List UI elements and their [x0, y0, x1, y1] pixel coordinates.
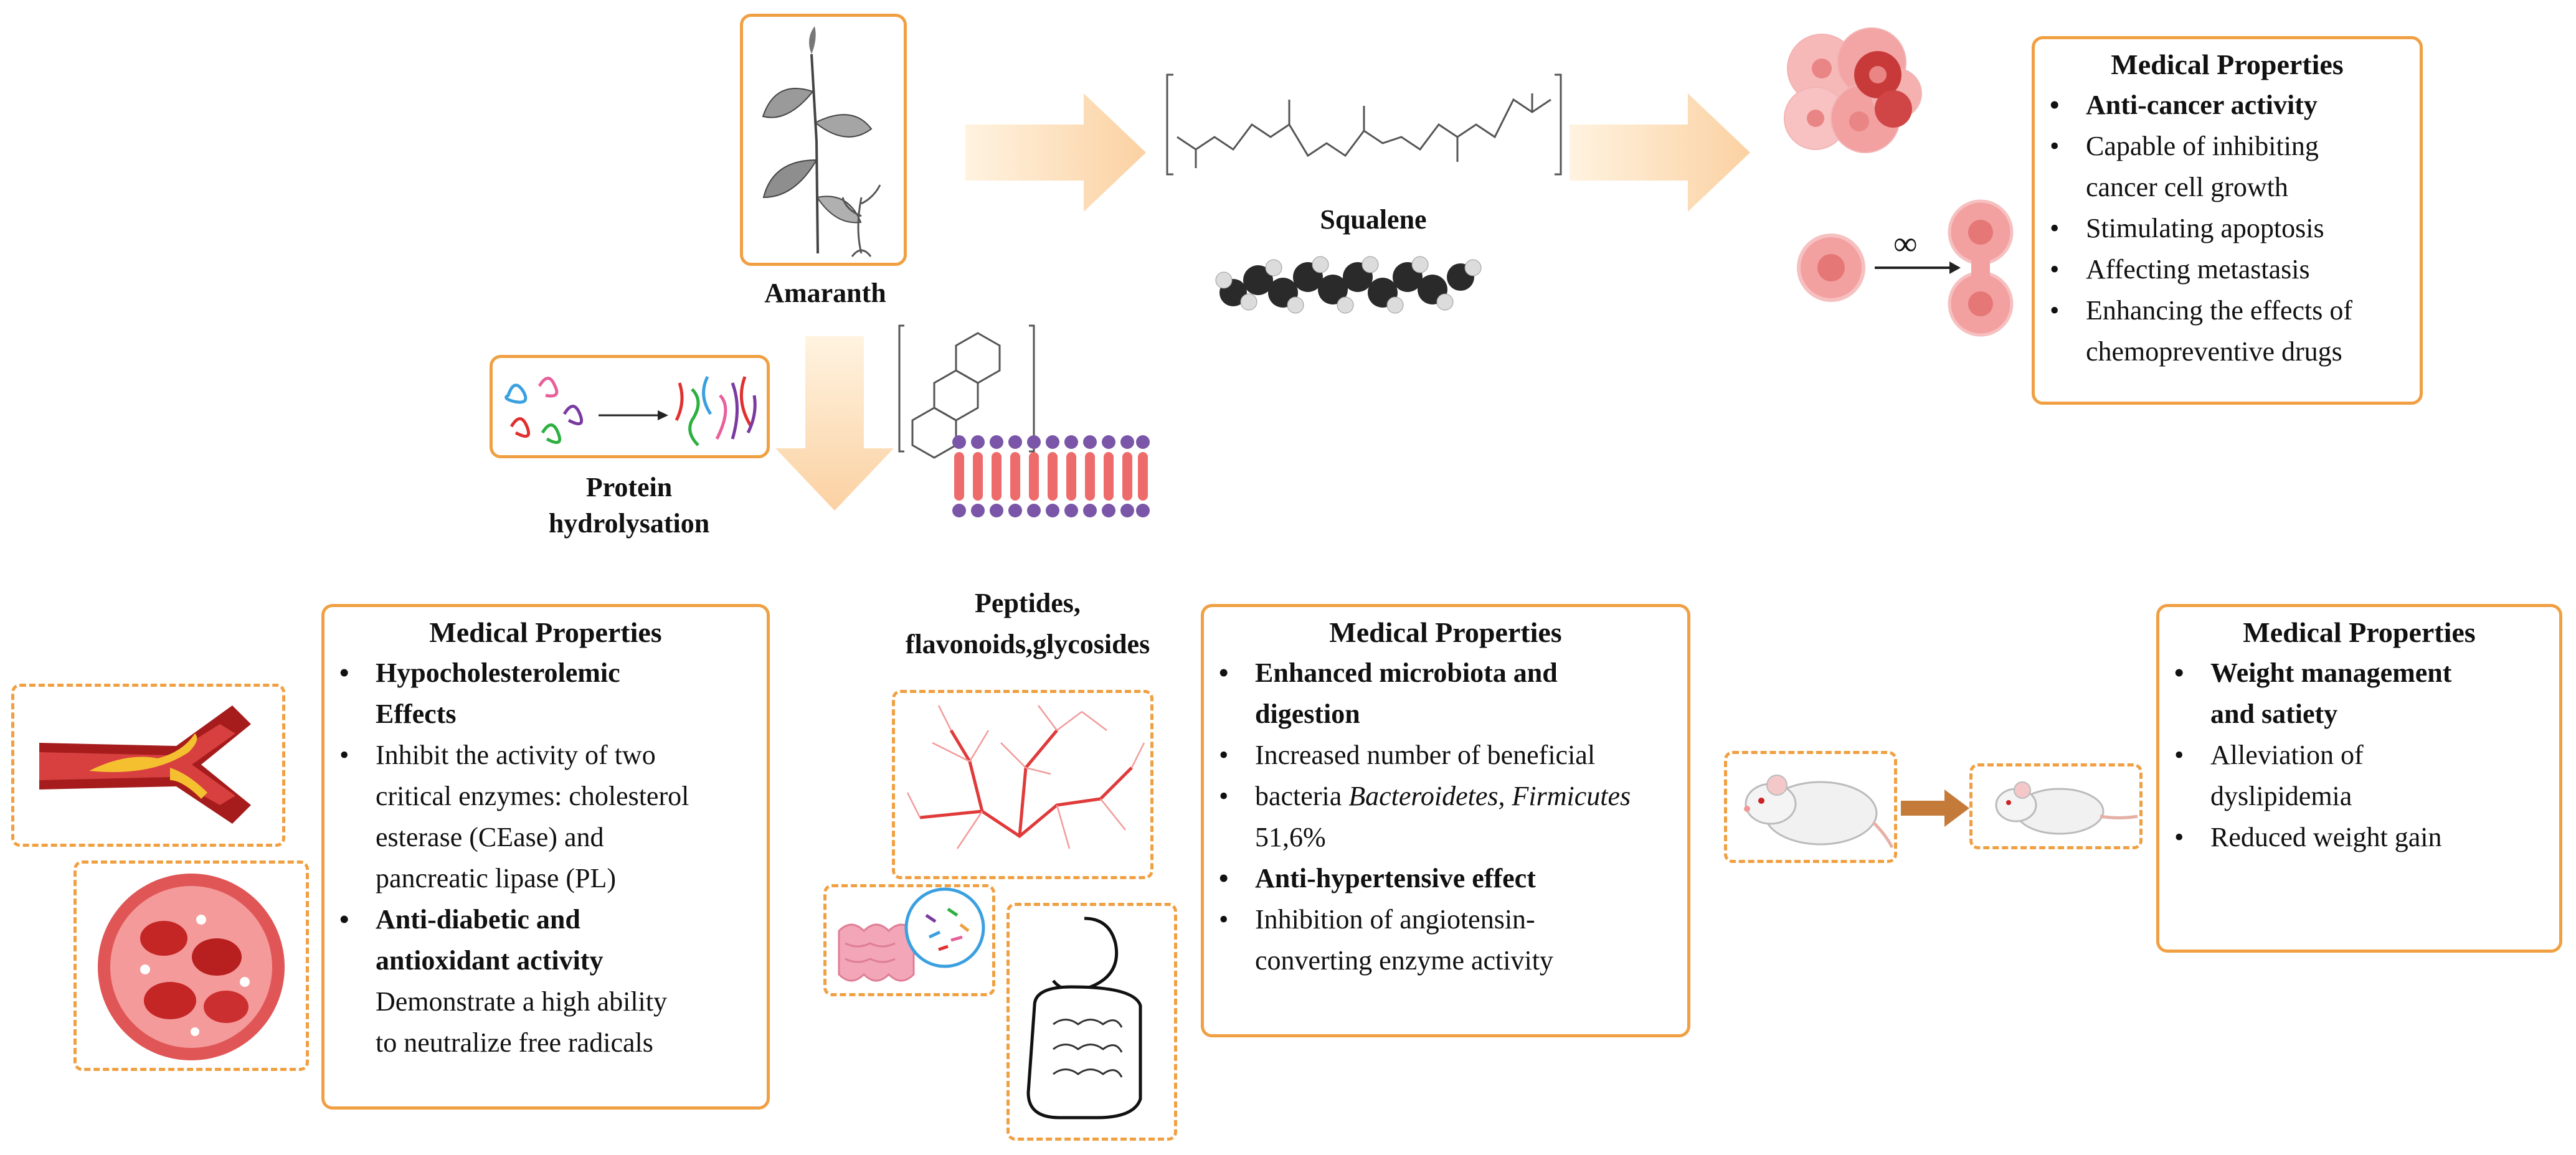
- prop-antihypertensive: Anti-hypertensive effect: [1219, 858, 1687, 899]
- prop-enzymes-2: critical enzymes: cholesterol: [376, 781, 689, 811]
- prop-inhibit-growth-1: Capable of inhibiting: [2050, 126, 2420, 167]
- mouse-before-image: [1724, 751, 1897, 863]
- arrow-amaranth-to-squalene: [965, 93, 1146, 212]
- prop-beneficial: Increased number of beneficial: [1219, 735, 1687, 776]
- prop-microbiota-2: digestion: [1255, 699, 1360, 729]
- peptides-label-2: flavonoids,glycosides: [905, 629, 1150, 659]
- prop-enzymes-4: pancreatic lipase (PL): [376, 863, 617, 893]
- card-hypocholesterolemic: Medical Properties Hypocholesterolemic E…: [321, 604, 770, 1110]
- prop-bacteria-word: bacteria: [1255, 781, 1349, 811]
- card-microbiota: Medical Properties Enhanced microbiota a…: [1201, 604, 1690, 1037]
- prop-antidiabetic-2: antioxidant activity: [376, 945, 604, 976]
- prop-weight-gain: Reduced weight gain: [2174, 817, 2559, 858]
- prop-ace-2: converting enzyme activity: [1255, 945, 1553, 976]
- infinity-symbol: ∞: [1893, 225, 1918, 262]
- peptides-label-1: Peptides,: [975, 588, 1081, 618]
- protein-label-2: hydrolysation: [548, 508, 710, 539]
- protein-label-1: Protein: [585, 472, 673, 502]
- blood-vessels-image: [892, 690, 1153, 879]
- prop-chemo-1: Enhancing the effects of: [2050, 290, 2420, 331]
- blood-cells-image: [73, 860, 309, 1071]
- prop-inhibit-growth-2: cancer cell growth: [2086, 172, 2288, 202]
- card-weight-management: Medical Properties Weight management and…: [2156, 604, 2562, 953]
- prop-dyslipidemia-1: Alleviation of: [2174, 735, 2559, 776]
- prop-radicals-1: Demonstrate a high ability: [376, 986, 667, 1017]
- arrow-squalene-to-cancer: [1570, 93, 1750, 212]
- card-title: Medical Properties: [1329, 616, 1562, 648]
- prop-antidiabetic-1: Anti-diabetic and: [339, 899, 767, 940]
- protein-hydrolysis-frame: [490, 355, 770, 458]
- prop-radicals-2: to neutralize free radicals: [376, 1027, 653, 1058]
- squalene-label: Squalene: [1320, 204, 1427, 235]
- prop-anticancer: Anti-cancer activity: [2050, 85, 2420, 126]
- arrow-amaranth-down: [775, 336, 894, 511]
- squalene-molecule-model: [1215, 256, 1482, 314]
- gut-microbiota-image: [823, 884, 995, 996]
- prop-enzymes-1: Inhibit the activity of two: [339, 735, 767, 776]
- card-anticancer: Medical Properties Anti-cancer activity …: [2032, 36, 2423, 405]
- prop-microbiota-1: Enhanced microbiota and: [1219, 653, 1687, 694]
- prop-dyslipidemia-2: dyslipidemia: [2210, 781, 2352, 811]
- amaranth-label: Amaranth: [764, 278, 886, 308]
- prop-percentage: 51,6%: [1255, 822, 1326, 852]
- prop-chemo-2: chemopreventive drugs: [2086, 336, 2342, 367]
- prop-hypocholesterolemic-2: Effects: [376, 699, 457, 729]
- prop-enzymes-3: esterase (CEase) and: [376, 822, 604, 852]
- prop-ace-1: Inhibition of angiotensin-: [1219, 899, 1687, 940]
- squalene-structure: [1166, 73, 1562, 176]
- dividing-cancer-cell: [1948, 199, 2014, 337]
- artery-plaque-image: [11, 684, 285, 847]
- prop-bacteria-names: Bacteroidetes, Firmicutes: [1348, 781, 1631, 811]
- prop-apoptosis: Stimulating apoptosis: [2050, 208, 2420, 249]
- prop-weight-2: and satiety: [2210, 699, 2338, 729]
- amaranth-image-frame: [740, 14, 907, 266]
- protein-hydrolysis-illustration: [504, 375, 757, 446]
- card-title: Medical Properties: [2243, 616, 2476, 648]
- digestive-system-image: [1006, 903, 1177, 1141]
- card-title: Medical Properties: [2111, 49, 2344, 80]
- prop-hypocholesterolemic-1: Hypocholesterolemic: [339, 653, 767, 694]
- cancer-cell-cluster: [1784, 27, 1922, 153]
- flavonoid-structure: [898, 324, 1035, 459]
- prop-bacteria: bacteria Bacteroidetes, Firmicutes: [1219, 776, 1687, 817]
- prop-metastasis: Affecting metastasis: [2050, 249, 2420, 290]
- mouse-after-image: [1969, 763, 2143, 849]
- division-arrow: [1875, 262, 1961, 274]
- cell-membrane-illustration: [952, 435, 1150, 517]
- cancer-cell-single: [1797, 233, 1865, 302]
- mouse-transition-arrow: [1901, 790, 1969, 827]
- prop-weight-1: Weight management: [2174, 653, 2559, 694]
- amaranth-plant-illustration: [762, 26, 881, 257]
- card-title: Medical Properties: [429, 616, 662, 648]
